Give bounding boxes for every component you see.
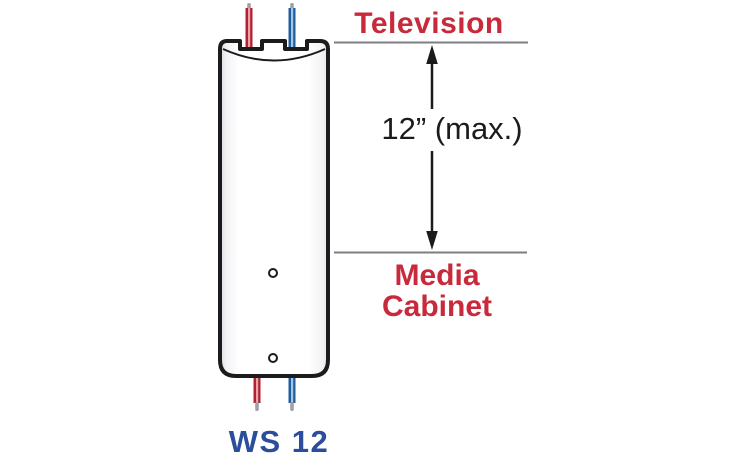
dimension-arrow <box>426 45 438 250</box>
blue-wire-bottom-highlight <box>291 370 294 403</box>
red-wire-bottom-highlight <box>256 370 259 403</box>
arrowhead-down <box>426 231 438 250</box>
cable-cover-body <box>218 39 330 378</box>
mounting-hole-lower <box>268 353 278 363</box>
red-wire-bottom <box>253 370 261 411</box>
media-cabinet-label: Media Cabinet <box>381 259 492 323</box>
blue-wire-bottom <box>288 370 296 411</box>
television-label: Television <box>354 7 504 40</box>
red-wire-top <box>245 3 253 50</box>
red-wire-bottom-tip <box>255 402 259 411</box>
cover-top-inner-curve <box>222 48 326 62</box>
arrowhead-up <box>426 45 438 64</box>
dimension-label: 12” (max.) <box>381 111 523 146</box>
mounting-hole-upper <box>268 268 278 278</box>
model-label: WS 12 <box>228 424 330 457</box>
red-wire-top-highlight <box>248 8 251 50</box>
blue-wire-bottom-tip <box>290 402 294 411</box>
blue-wire-top <box>288 3 296 50</box>
blue-wire-top-highlight <box>291 8 294 50</box>
